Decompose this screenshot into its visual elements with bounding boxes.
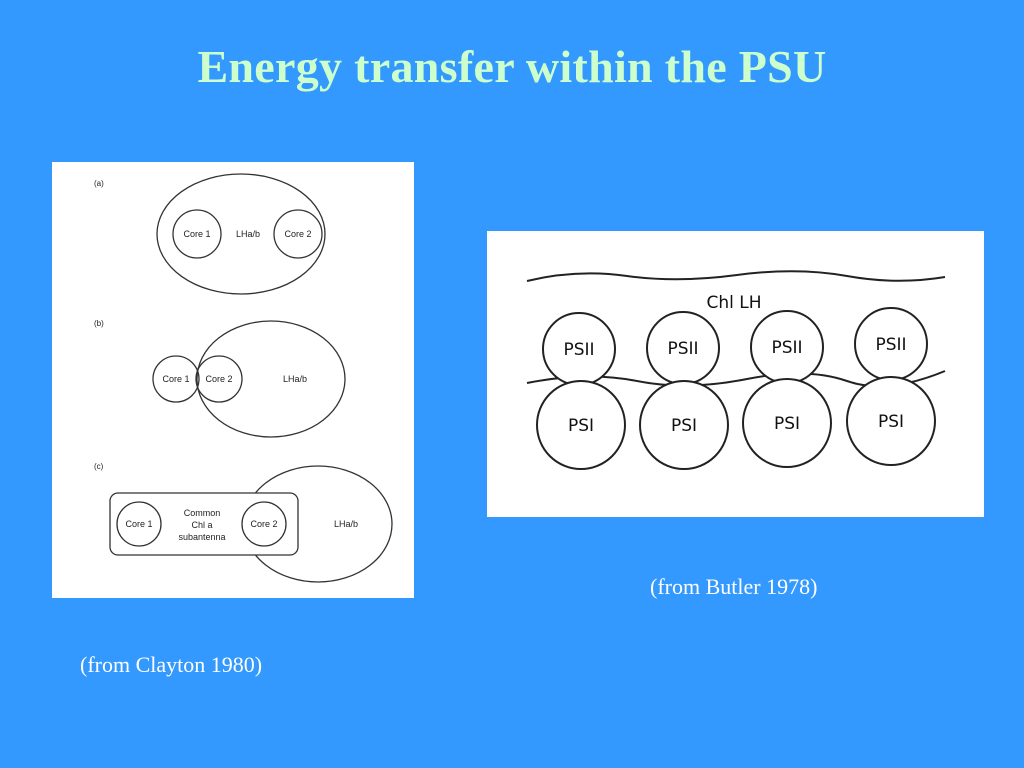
panel-a-antenna-label: LHa/b bbox=[236, 229, 260, 239]
psi-label-1: PSI bbox=[568, 416, 594, 436]
psii-label-4: PSII bbox=[875, 335, 906, 355]
slide-title: Energy transfer within the PSU bbox=[197, 41, 827, 92]
panel-b-core1-circle bbox=[152, 355, 200, 403]
panel-a-core2-label: Core 2 bbox=[284, 229, 311, 239]
panel-b-core1-label: Core 1 bbox=[162, 374, 189, 384]
panel-c-common-subantenna-box bbox=[109, 492, 299, 556]
panel-c-core1-label: Core 1 bbox=[125, 519, 152, 529]
panel-c-tag: (c) bbox=[94, 462, 104, 471]
butler-diagram-panel: Chl LH PSII PSII PSII PSII PSI PSI PSI P… bbox=[487, 231, 984, 517]
panel-a-core1-label: Core 1 bbox=[183, 229, 210, 239]
panel-c-core2-label: Core 2 bbox=[250, 519, 277, 529]
panel-b-core2-circle bbox=[195, 355, 243, 403]
psi-label-3: PSI bbox=[774, 414, 800, 434]
upper-membrane-line bbox=[526, 270, 946, 282]
psii-label-3: PSII bbox=[771, 338, 802, 358]
psi-circle-3 bbox=[742, 378, 832, 468]
butler-caption: (from Butler 1978) bbox=[650, 574, 818, 599]
panel-b-core2-label: Core 2 bbox=[205, 374, 232, 384]
panel-a-core2-circle bbox=[273, 209, 323, 259]
chl-lh-label: Chl LH bbox=[706, 293, 761, 313]
panel-b-antenna-ellipse bbox=[196, 320, 346, 438]
psi-circle-1 bbox=[536, 380, 626, 470]
panel-b-antenna-label: LHa/b bbox=[283, 374, 307, 384]
panel-a-tag: (a) bbox=[94, 179, 104, 188]
psii-label-2: PSII bbox=[667, 339, 698, 359]
psi-circle-4 bbox=[846, 376, 936, 466]
psi-circle-2 bbox=[639, 380, 729, 470]
psii-label-1: PSII bbox=[563, 340, 594, 360]
psi-label-4: PSI bbox=[878, 412, 904, 432]
panel-a-core1-circle bbox=[172, 209, 222, 259]
panel-b-tag: (b) bbox=[94, 319, 104, 328]
panel-c-common-line1: Common bbox=[184, 508, 221, 518]
clayton-caption: (from Clayton 1980) bbox=[80, 652, 263, 677]
panel-c-core1-circle bbox=[116, 501, 162, 547]
panel-c-core2-circle bbox=[241, 501, 287, 547]
panel-a-antenna-ellipse bbox=[156, 173, 326, 295]
panel-c-common-line2: Chl a bbox=[191, 520, 212, 530]
clayton-diagram-panel: (a) (b) (c) Core 1 LHa/b Core 2 Core 1 C… bbox=[52, 162, 414, 598]
panel-c-common-line3: subantenna bbox=[178, 532, 225, 542]
psi-label-2: PSI bbox=[671, 416, 697, 436]
panel-c-antenna-label: LHa/b bbox=[334, 519, 358, 529]
